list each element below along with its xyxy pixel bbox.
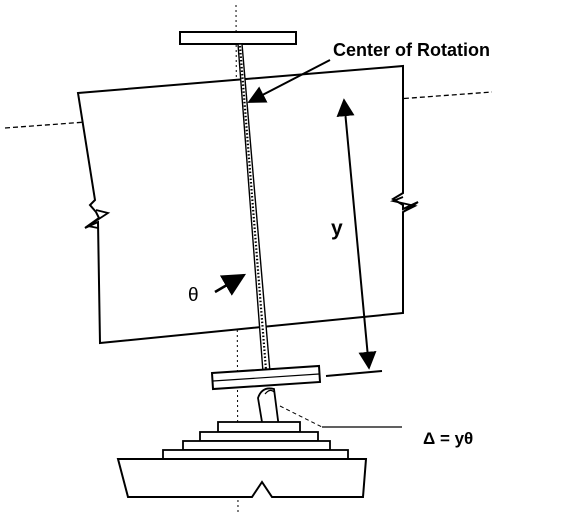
left-break-mark <box>85 209 111 229</box>
web-hatching <box>238 45 268 371</box>
base-plate-2 <box>199 431 319 442</box>
right-break-mark <box>389 196 418 213</box>
pin-rotation-arc <box>264 389 275 395</box>
delta-leader-line <box>279 405 323 428</box>
dimension-y-label: y <box>331 217 343 240</box>
abutment-seat <box>116 458 368 498</box>
dimension-y-tick-bottom <box>325 370 383 377</box>
base-plate-3 <box>182 440 331 451</box>
delta-equation-label: Δ = yθ <box>423 429 473 448</box>
top-flange <box>179 31 297 45</box>
theta-arrow <box>214 273 247 296</box>
beam-body <box>76 64 419 345</box>
center-of-rotation-label: Center of Rotation <box>333 40 490 60</box>
center-of-rotation-arrow <box>247 59 331 103</box>
base-plate-4 <box>162 449 349 460</box>
theta-label: θ <box>188 285 199 306</box>
base-plate-1 <box>217 421 301 433</box>
bottom-flange-inner-line <box>212 373 320 382</box>
dimension-y-arrow <box>336 98 377 370</box>
